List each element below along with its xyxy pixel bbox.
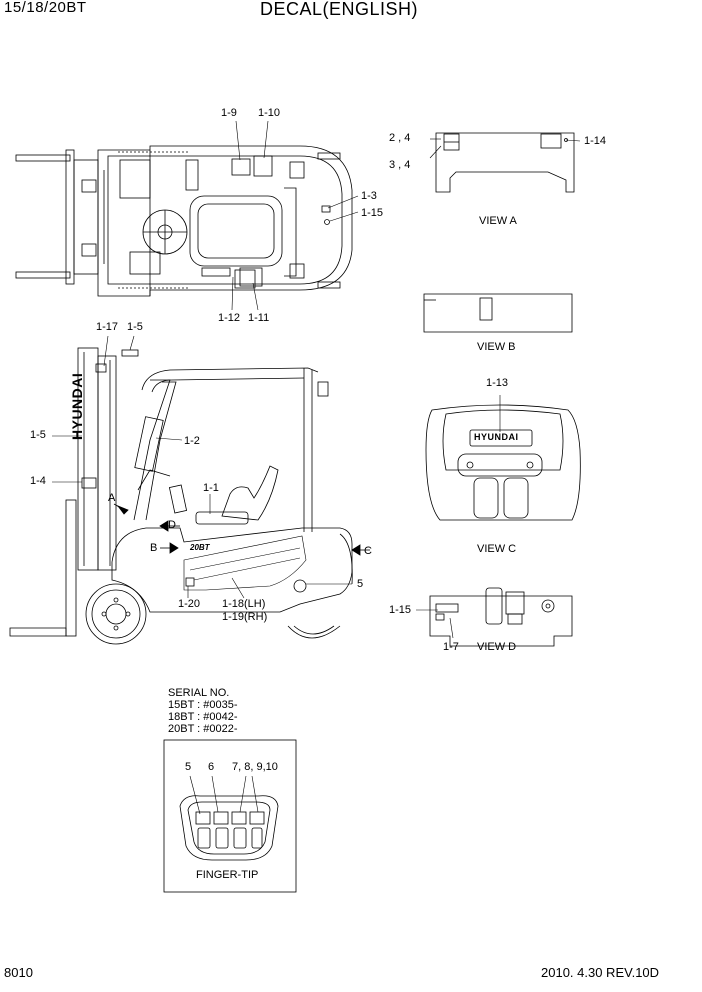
callout-1-19: 1-19(RH)	[222, 611, 268, 623]
view-d-drawing	[416, 587, 573, 647]
page-number: 8010	[4, 965, 33, 980]
callout-1-5-top: 1-5	[127, 321, 143, 333]
model-code: 15/18/20BT	[4, 0, 87, 16]
view-marker-c: C	[364, 545, 372, 557]
serial-title: SERIAL NO.	[168, 687, 230, 699]
view-b-drawing	[423, 293, 573, 333]
callout-2-4: 2 , 4	[389, 132, 411, 144]
callout-1-2: 1-2	[184, 435, 200, 447]
callout-6-finger: 6	[208, 761, 215, 773]
top-view-leaders	[231, 120, 359, 311]
finger-tip-drawing	[163, 739, 297, 893]
callout-1-15-top: 1-15	[361, 207, 384, 219]
date-revision: 2010. 4.30 REV.10D	[541, 965, 660, 980]
callout-1-10: 1-10	[258, 107, 281, 119]
view-marker-d: D	[168, 519, 176, 531]
finger-tip-label: FINGER-TIP	[196, 869, 259, 881]
model-badge: 20BT	[190, 543, 210, 552]
view-b-label: VIEW B	[477, 341, 516, 353]
view-c-label: VIEW C	[477, 543, 517, 555]
callout-1-12: 1-12	[218, 312, 241, 324]
callout-1-11: 1-11	[248, 312, 270, 324]
callout-1-17: 1-17	[96, 321, 119, 333]
panel-brand: HYUNDAI	[474, 432, 519, 442]
callout-1-13: 1-13	[486, 377, 509, 389]
mast-brand: HYUNDAI	[69, 372, 85, 440]
serial-15bt: 15BT : #0035-	[168, 699, 238, 711]
view-marker-b: B	[150, 542, 158, 554]
view-marker-a: A	[108, 492, 116, 504]
view-a-drawing	[429, 132, 581, 193]
callout-1-14: 1-14	[584, 135, 607, 147]
callout-1-9: 1-9	[221, 107, 237, 119]
view-c-drawing	[425, 395, 581, 521]
top-view-forklift	[15, 145, 353, 297]
callout-1-15-view-d: 1-15	[389, 604, 412, 616]
side-view-leaders	[52, 335, 352, 599]
callout-7-10-finger: 7, 8, 9,10	[232, 761, 278, 773]
callout-1-4: 1-4	[30, 475, 46, 487]
serial-18bt: 18BT : #0042-	[168, 711, 238, 723]
callout-1-7: 1-7	[443, 641, 459, 653]
callout-1-20: 1-20	[178, 598, 201, 610]
callout-1-18: 1-18(LH)	[222, 598, 266, 610]
serial-20bt: 20BT : #0022-	[168, 723, 238, 735]
view-d-label: VIEW D	[477, 641, 517, 653]
view-a-label: VIEW A	[479, 215, 517, 227]
callout-5-finger: 5	[185, 761, 192, 773]
callout-1-1: 1-1	[203, 482, 219, 494]
page-title: DECAL(ENGLISH)	[260, 0, 419, 19]
callout-1-3: 1-3	[361, 190, 377, 202]
callout-1-5-mast: 1-5	[30, 429, 46, 441]
callout-5-side: 5	[357, 578, 364, 590]
callout-3-4: 3 , 4	[389, 159, 411, 171]
